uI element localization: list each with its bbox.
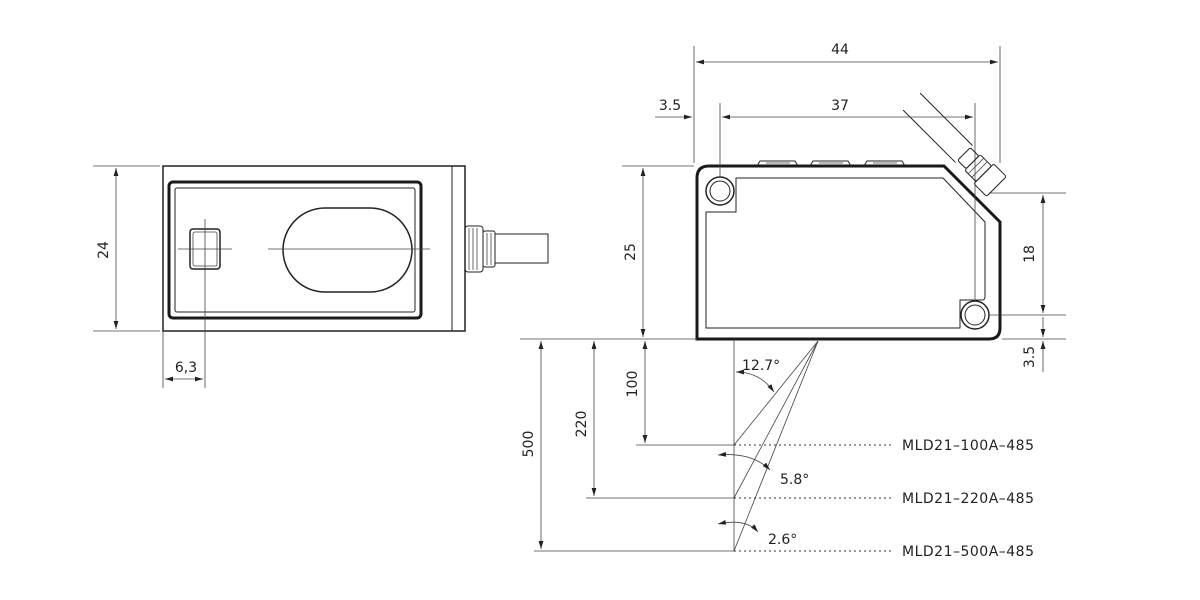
front-view: 24 6,3 [93,165,549,388]
side-connector [902,92,1007,197]
angle-label-1: 12.7° [742,358,780,374]
angle-label-2: 5.8° [780,472,809,488]
dim-hole-vertical: 18 [1022,195,1046,313]
dim-range-220-label: 220 [574,411,590,438]
dim-range-500: 500 [521,341,544,549]
dim-side-height: 25 [622,165,694,337]
front-window-frame [167,180,423,320]
range-diagram: 12.7° 5.8° 2.6° 100 220 500 MLD21–100A–4… [520,338,1035,560]
dim-hole-spacing-label: 37 [831,98,849,114]
dim-front-height: 24 [93,165,160,332]
angle-arc-1 [735,369,775,393]
dim-hole-spacing: 37 [722,98,973,120]
dim-side-height-label: 25 [623,243,639,261]
dim-range-100: 100 [625,341,648,443]
model-label-500: MLD21–500A–485 [902,544,1035,560]
dim-total-width: 44 [693,42,1001,163]
dim-edge-offset: 3.5 [655,98,692,120]
side-housing-inner [705,177,986,329]
mounting-hole-bottom-inner [964,304,986,326]
angle-arc-3 [717,519,759,533]
side-housing [695,164,1002,341]
beam-100 [733,340,819,446]
dim-range-500-label: 500 [521,431,537,458]
beam-500 [733,340,819,552]
dim-total-width-label: 44 [831,42,849,58]
dim-range-220: 220 [574,341,597,496]
model-label-220: MLD21–220A–485 [902,491,1035,507]
dim-front-offset-label: 6,3 [175,360,197,376]
front-window-inner [174,187,416,313]
dim-bottom-offset-label: 3.5 [1022,346,1038,368]
front-connector [464,225,549,273]
dim-bottom-offset: 3.5 [1002,317,1066,372]
dim-edge-offset-label: 3.5 [659,98,681,114]
side-view: 44 37 3.5 25 18 3.5 [622,42,1066,372]
beam-220 [733,340,819,499]
dim-range-100-label: 100 [625,371,641,398]
dim-hole-vertical-label: 18 [1022,245,1038,263]
mounting-hole-top-inner [709,180,731,202]
emitter-lens [282,207,413,293]
model-label-100: MLD21–100A–485 [902,438,1035,454]
angle-label-3: 2.6° [768,532,797,548]
dim-front-offset: 6,3 [162,331,203,388]
dim-front-height-label: 24 [96,241,112,259]
side-top-bumps [756,160,906,167]
angle-arc-2 [717,451,771,471]
